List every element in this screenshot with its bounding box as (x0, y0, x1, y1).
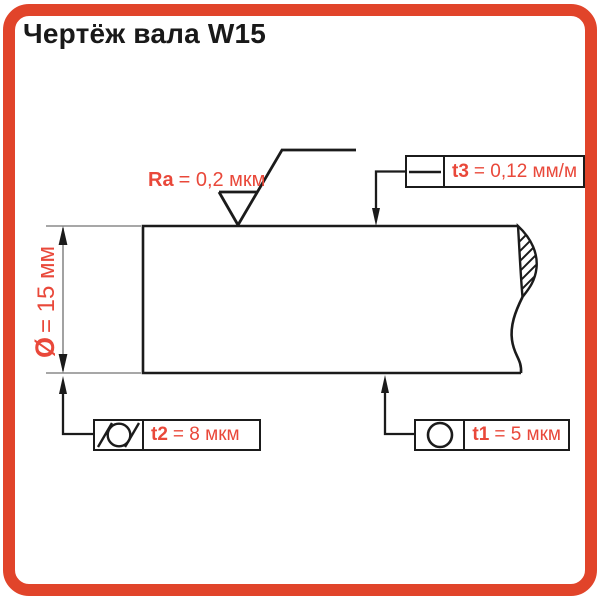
diameter-symbol: Ø (30, 337, 60, 359)
tolerance-text-t2: t2= 8 мкм (144, 421, 247, 449)
dimension-arrow-down (58, 354, 68, 373)
roughness-name: Ra (148, 169, 174, 191)
leader-t2 (59, 376, 93, 436)
shaft-outline (141, 224, 521, 375)
tolerance-label-t3: t3 (452, 160, 469, 182)
drawing-title: Чертёж вала W15 (23, 18, 267, 49)
straightness-icon (407, 157, 445, 186)
tolerance-text-t1: t1= 5 мкм (465, 421, 568, 449)
roughness-symbol (217, 148, 356, 226)
tolerance-frame-t2: t2= 8 мкм (93, 419, 261, 451)
tolerance-label-t2: t2 (151, 424, 168, 445)
tolerance-text-t3: t3= 0,12 мм/м (445, 157, 584, 186)
roughness-value: = 0,2 мкм (178, 169, 266, 191)
dimension-arrow-up (58, 226, 68, 245)
tolerance-label-t1: t1 (472, 424, 490, 445)
tolerance-value-t1: = 5 мкм (494, 424, 561, 445)
tolerance-value-t2: = 8 мкм (172, 424, 240, 445)
cylindricity-icon (95, 421, 144, 449)
shaft-break (510, 223, 538, 374)
diameter-dimension (46, 225, 141, 374)
roughness-label: Ra= 0,2 мкм (148, 169, 265, 192)
tolerance-frame-t1: t1= 5 мкм (414, 419, 570, 451)
roundness-icon (416, 421, 466, 449)
leader-t1 (381, 375, 414, 436)
tolerance-frame-t3: t3= 0,12 мм/м (405, 155, 585, 188)
leader-t3 (372, 170, 405, 226)
break-hatching (518, 226, 537, 297)
diameter-label: Ø = 15 мм (30, 242, 60, 362)
tolerance-value-t3: = 0,12 мм/м (473, 160, 578, 182)
diameter-value: = 15 мм (33, 245, 60, 334)
